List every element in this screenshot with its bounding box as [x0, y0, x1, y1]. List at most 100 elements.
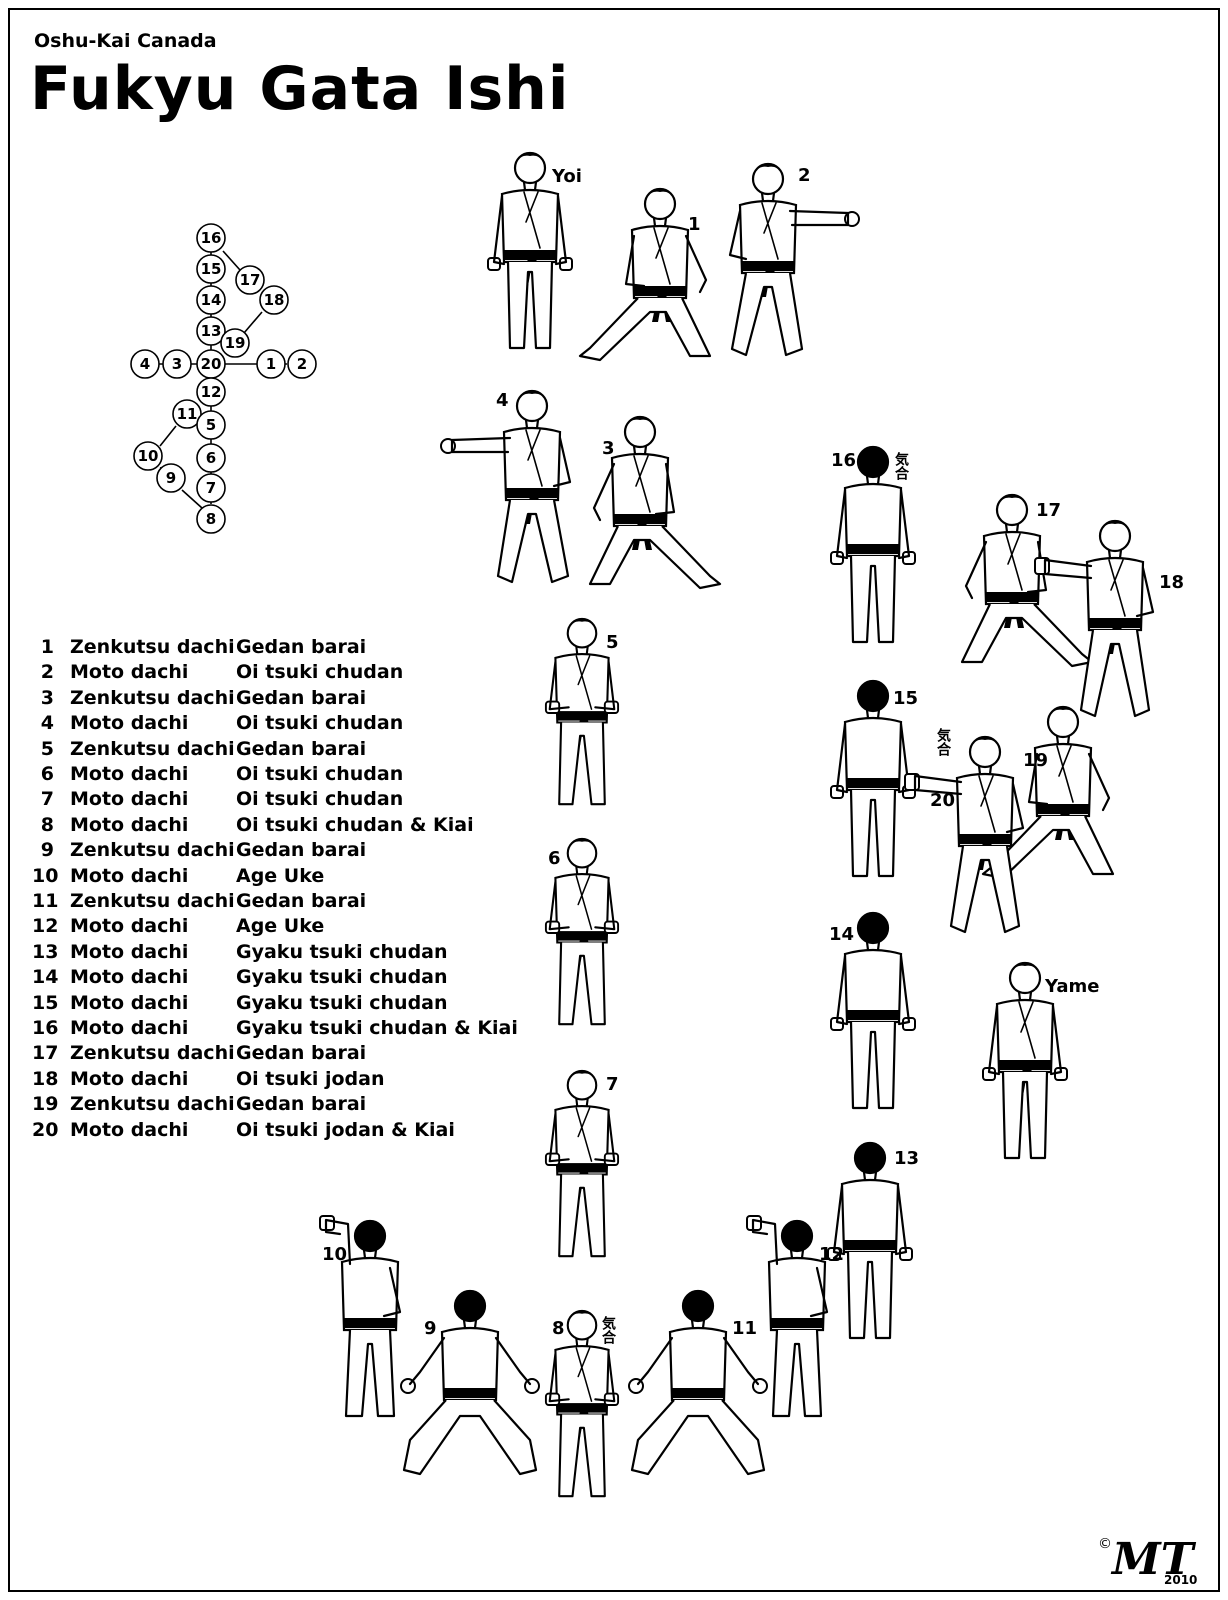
gi-pants — [496, 499, 570, 584]
step-number: 12 — [32, 915, 59, 938]
gi-pants — [630, 1399, 766, 1476]
node-circle — [235, 265, 265, 295]
gi-pants — [506, 261, 554, 350]
step-number: 8 — [40, 813, 54, 836]
node-circle — [196, 223, 226, 253]
black-belt — [771, 1318, 823, 1328]
gi-jacket — [502, 426, 562, 502]
step-number: 14 — [32, 966, 59, 989]
gi-sleeves — [408, 1336, 532, 1386]
black-belt — [506, 488, 558, 498]
node-number: 3 — [172, 355, 182, 373]
step-technique: Oi tsuki chudan & Kiai — [236, 813, 474, 836]
gi-jacket — [1033, 742, 1093, 818]
gi-pants — [730, 272, 804, 357]
gi-sleeves — [913, 774, 1025, 834]
page-border — [8, 8, 1220, 1592]
step-technique: Gedan barai — [236, 737, 367, 760]
karate-figure-1 — [578, 187, 712, 362]
head-shape — [780, 1219, 814, 1253]
embusen-node: 20 — [196, 349, 226, 379]
node-number: 2 — [297, 355, 307, 373]
step-technique: Oi tsuki chudan — [236, 661, 404, 684]
gi-sleeves — [835, 954, 911, 1026]
gi-sleeves — [835, 488, 911, 560]
embusen-node: 9 — [156, 463, 186, 493]
step-technique: Gyaku tsuki chudan — [236, 966, 448, 989]
karate-figure-8 — [544, 1309, 620, 1498]
step-number: 1 — [40, 636, 54, 658]
embusen-node: 10 — [133, 441, 163, 471]
gi-pants — [981, 815, 1115, 880]
node-circle — [196, 254, 226, 284]
gi-sleeves — [450, 436, 572, 488]
black-belt — [557, 931, 607, 941]
figure-label: 9 — [424, 1318, 437, 1339]
black-belt — [614, 514, 666, 524]
step-technique: Gyaku tsuki chudan & Kiai — [236, 1017, 518, 1039]
step-stance: Zenkutsu dachi — [70, 737, 235, 760]
gi-sleeves — [624, 234, 708, 294]
gi-sleeves — [548, 1112, 616, 1163]
head-shape — [353, 1219, 387, 1253]
gi-jacket — [500, 188, 560, 264]
gi-pants — [949, 845, 1021, 934]
node-circle — [196, 410, 226, 440]
head-shape — [681, 1289, 715, 1323]
node-circle — [196, 285, 226, 315]
step-number: 6 — [40, 763, 54, 785]
gi-pants — [849, 555, 897, 644]
node-circle — [196, 443, 226, 473]
step-stance: Moto dachi — [70, 788, 189, 811]
gi-jacket — [840, 1178, 900, 1254]
gi-jacket — [955, 772, 1015, 848]
figure-label: 12 — [819, 1244, 844, 1265]
embusen-node: 16 — [196, 223, 226, 253]
figure-label: 13 — [894, 1148, 919, 1169]
embusen-node: 2 — [287, 349, 317, 379]
step-number: 15 — [32, 991, 59, 1014]
embusen-node: 19 — [220, 328, 250, 358]
figure-label: 14 — [829, 924, 854, 945]
node-circle — [256, 349, 286, 379]
embusen-node: 6 — [196, 443, 226, 473]
figure-label: 20 — [930, 790, 955, 811]
step-technique: Age Uke — [236, 915, 325, 938]
node-number: 7 — [206, 479, 216, 497]
gi-pants — [344, 1329, 396, 1418]
step-stance: Moto dachi — [70, 712, 189, 735]
gi-jacket — [843, 948, 903, 1024]
step-number: 20 — [32, 1118, 59, 1141]
gi-pants — [1001, 1071, 1049, 1160]
gi-sleeves — [987, 1004, 1063, 1076]
kiai-mark: 気合 — [600, 1315, 616, 1345]
gi-pants — [849, 1021, 897, 1110]
organization-name: Oshu-Kai Canada — [34, 30, 217, 52]
gi-pants — [558, 942, 606, 1026]
node-circle — [130, 349, 160, 379]
head-shape — [856, 445, 890, 479]
karate-figure-17 — [960, 493, 1094, 668]
step-stance: Moto dachi — [70, 966, 189, 989]
figure-label: 19 — [1023, 750, 1048, 771]
step-stance: Moto dachi — [70, 1017, 189, 1039]
embusen-line — [222, 250, 241, 271]
embusen-node: 18 — [259, 285, 289, 315]
step-number: 10 — [32, 864, 59, 887]
step-technique: Age Uke — [236, 864, 325, 887]
embusen-node: 3 — [162, 349, 192, 379]
node-circle — [172, 399, 202, 429]
node-number: 12 — [201, 383, 222, 401]
step-technique: Gedan barai — [236, 686, 367, 709]
node-circle — [287, 349, 317, 379]
step-stance: Zenkutsu dachi — [70, 890, 235, 912]
step-stance: Zenkutsu dachi — [70, 1093, 235, 1116]
karate-figure-3 — [588, 415, 722, 590]
step-stance: Moto dachi — [70, 940, 189, 963]
embusen-line — [159, 425, 177, 447]
gi-jacket — [982, 530, 1042, 606]
node-number: 18 — [264, 291, 285, 309]
copyright-symbol: © — [1098, 1536, 1112, 1552]
karate-figure-13 — [827, 1141, 913, 1340]
step-technique: Gedan barai — [236, 890, 367, 912]
